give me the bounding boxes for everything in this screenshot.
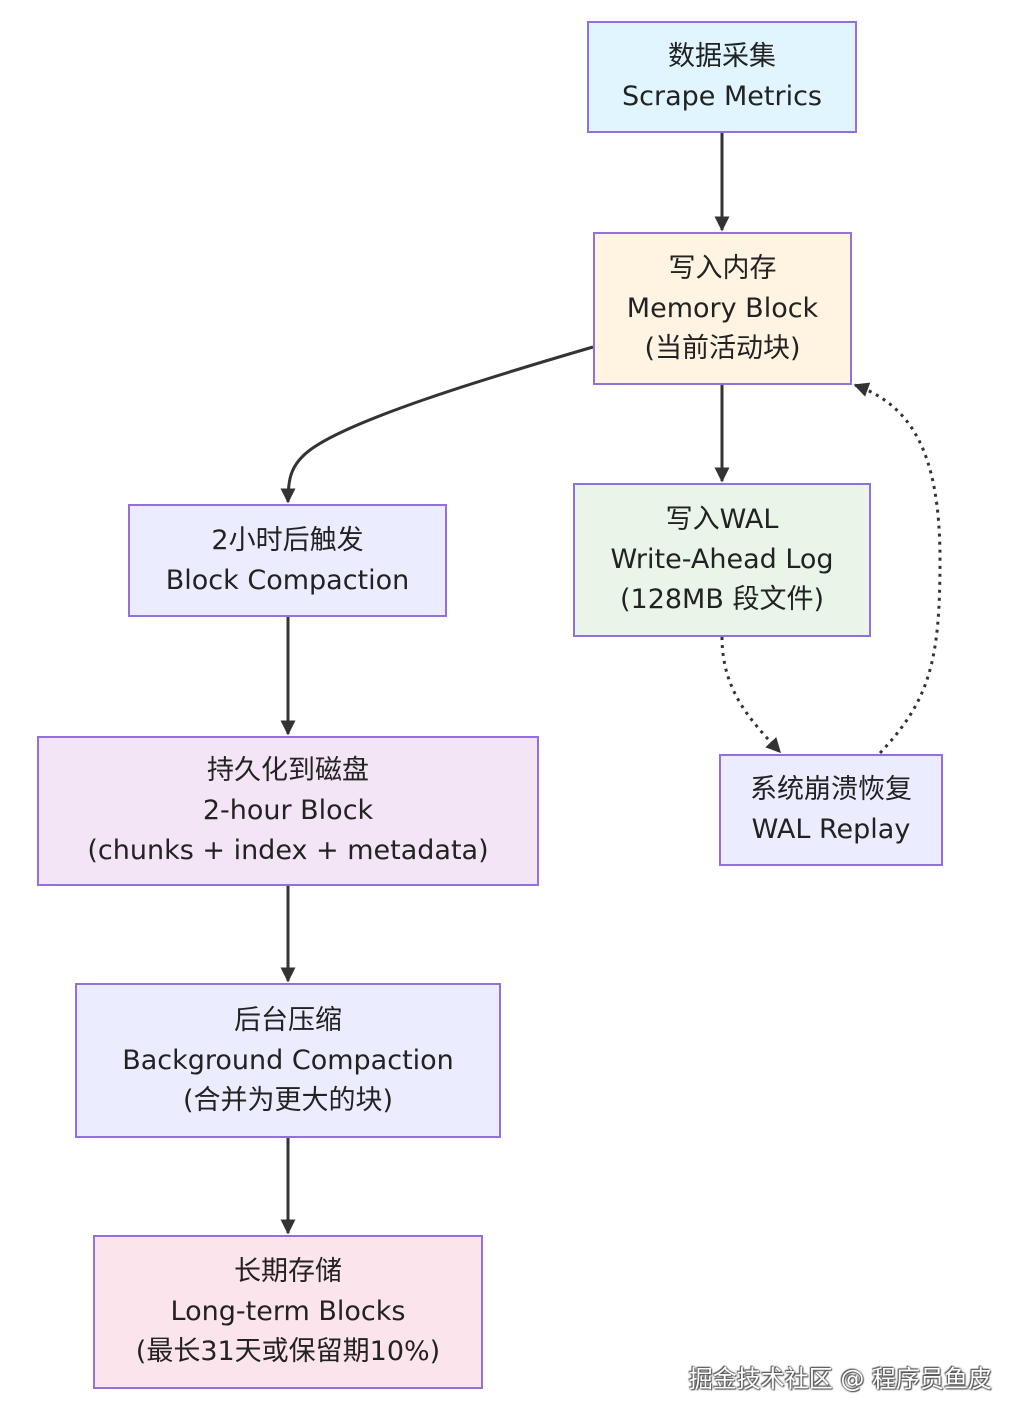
node-line: Write-Ahead Log: [610, 544, 834, 575]
node-line: Background Compaction: [122, 1044, 454, 1076]
node-two-hour-block: 持久化到磁盘 2-hour Block (chunks + index + me…: [37, 736, 539, 886]
node-line: (当前活动块): [644, 332, 801, 364]
node-line: WAL Replay: [751, 814, 911, 845]
node-scrape-metrics: 数据采集 Scrape Metrics: [587, 21, 857, 133]
node-write-ahead-log: 写入WAL Write-Ahead Log (128MB 段文件): [573, 483, 871, 637]
node-line: 2小时后触发: [211, 524, 364, 556]
node-line: 写入内存: [668, 252, 777, 284]
node-line: (合并为更大的块): [182, 1084, 394, 1116]
node-line: Long-term Blocks: [170, 1296, 406, 1327]
edge-memory-to-compaction-trigger: [280, 345, 594, 504]
node-line: 后台压缩: [234, 1004, 342, 1036]
node-line: Memory Block: [626, 292, 819, 324]
node-line: 长期存储: [234, 1256, 342, 1287]
node-line: Block Compaction: [165, 564, 410, 596]
edge-wal-to-replay: [720, 636, 782, 754]
node-line: 系统崩溃恢复: [750, 774, 912, 805]
node-long-term-blocks: 长期存储 Long-term Blocks (最长31天或保留期10%): [93, 1235, 483, 1389]
node-memory-block: 写入内存 Memory Block (当前活动块): [593, 232, 852, 385]
node-wal-replay: 系统崩溃恢复 WAL Replay: [719, 754, 943, 866]
node-line: (128MB 段文件): [619, 584, 824, 615]
node-line: Scrape Metrics: [622, 81, 822, 112]
watermark: 掘金技术社区 @ 程序员鱼皮: [688, 1365, 992, 1393]
node-line: (最长31天或保留期10%): [135, 1336, 441, 1367]
node-line: 持久化到磁盘: [207, 755, 369, 786]
node-background-compaction: 后台压缩 Background Compaction (合并为更大的块): [75, 983, 501, 1138]
node-line: 写入WAL: [665, 504, 779, 535]
node-line: (chunks + index + metadata): [87, 835, 489, 866]
edge-replay-to-memory: [853, 382, 942, 755]
node-line: 数据采集: [668, 41, 776, 72]
node-block-compaction: 2小时后触发 Block Compaction: [128, 504, 447, 617]
node-line: 2-hour Block: [202, 795, 374, 826]
